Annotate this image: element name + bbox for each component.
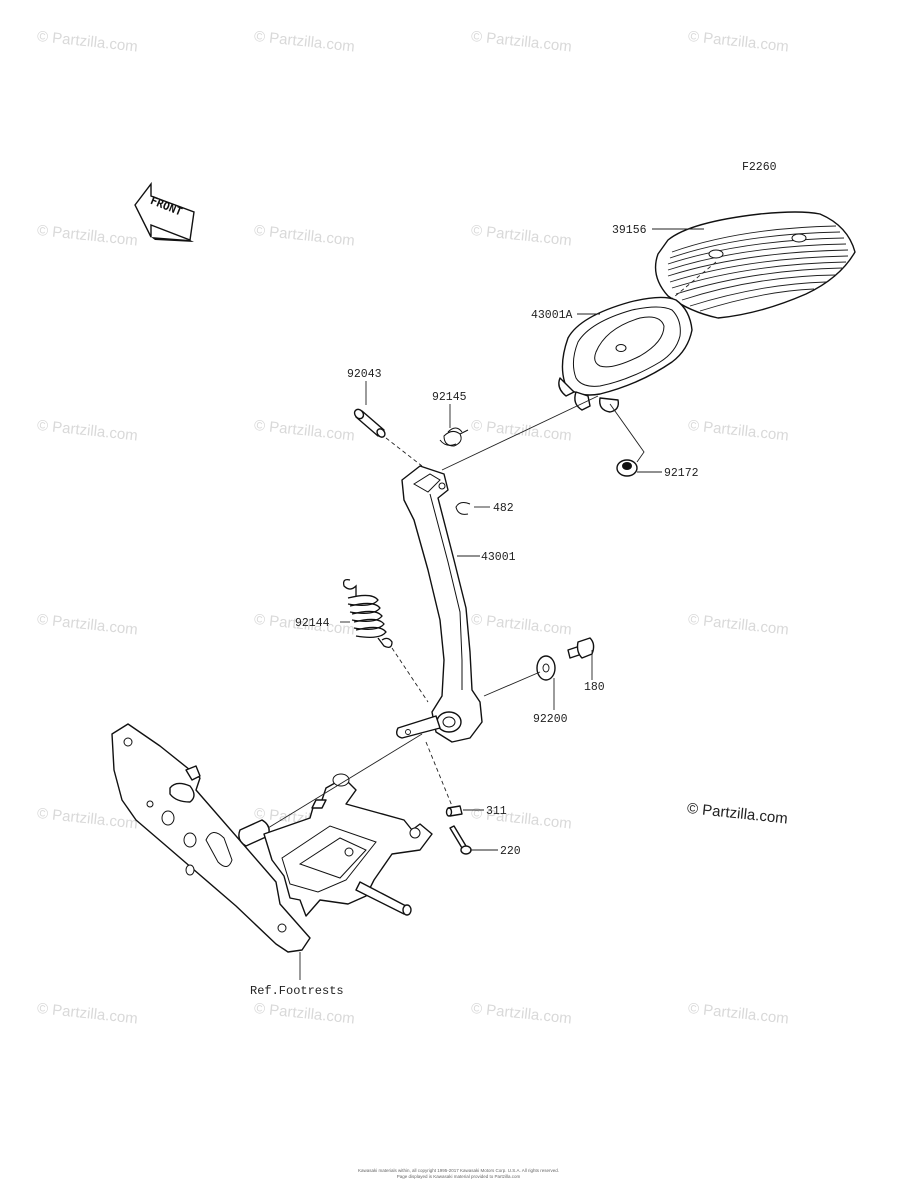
label-92200: 92200 xyxy=(533,713,568,726)
label-92144: 92144 xyxy=(295,617,330,630)
label-43001: 43001 xyxy=(481,551,516,564)
front-arrow-icon: FRONT xyxy=(134,181,195,242)
footer-notice: Kawasaki materials within, all copyright… xyxy=(300,1168,617,1180)
nut-part xyxy=(616,459,638,477)
ref-footrests-label: Ref.Footrests xyxy=(250,984,344,998)
bolt-small-part xyxy=(449,825,472,855)
label-220: 220 xyxy=(500,845,521,858)
pedal-pad-cover-part xyxy=(654,211,856,319)
label-43001A: 43001A xyxy=(531,309,573,322)
label-180: 180 xyxy=(584,681,605,694)
bolt-part xyxy=(567,637,595,659)
footer-line-1: Kawasaki materials within, all copyright… xyxy=(357,1168,560,1173)
label-311: 311 xyxy=(486,805,507,818)
collar-part xyxy=(445,805,463,817)
label-39156: 39156 xyxy=(612,224,647,237)
return-spring-part xyxy=(342,578,393,648)
footer-line-2: Page displayed is Kawasaki material prov… xyxy=(396,1174,521,1179)
footrest-bracket-ref xyxy=(111,723,433,953)
snap-ring-part xyxy=(455,502,471,515)
label-92145: 92145 xyxy=(432,391,467,404)
diagram-code: F2260 xyxy=(742,161,777,174)
label-92043: 92043 xyxy=(347,368,382,381)
label-482: 482 xyxy=(493,502,514,515)
pin-part xyxy=(353,408,386,438)
brake-pedal-part xyxy=(395,465,483,743)
label-92172: 92172 xyxy=(664,467,699,480)
pedal-pad-part xyxy=(558,296,693,413)
washer-part xyxy=(536,655,556,681)
spring-part xyxy=(439,427,469,447)
